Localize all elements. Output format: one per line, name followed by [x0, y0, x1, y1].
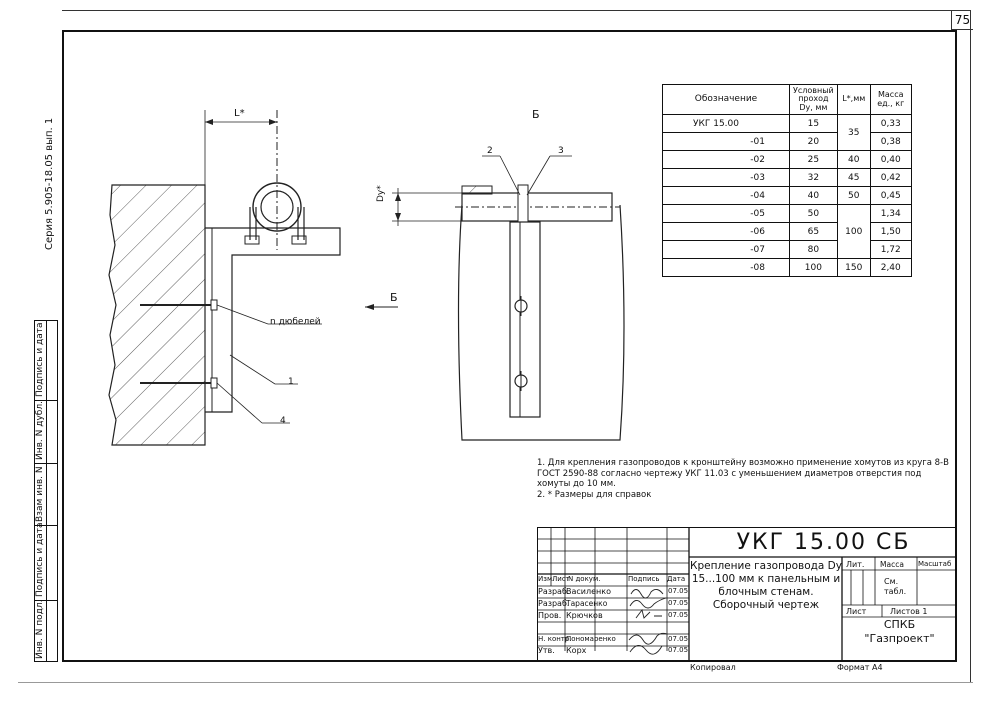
org-block: СПКБ "Газпроект" [842, 618, 957, 647]
name-kryuchkov: Крючков [566, 611, 603, 620]
bracket-1 [205, 227, 341, 413]
spec-header-code: Обозначение [662, 83, 790, 116]
spec-header-mass: Масса ед., кг [869, 83, 912, 116]
pipe-section [252, 182, 302, 232]
table-row: -08 100 150 2,40 [662, 258, 912, 278]
label-listov: Листов 1 [890, 607, 928, 616]
sheet-bottom-line [18, 682, 973, 683]
drawing-title: Крепление газопровода Dy 15...100 мм к п… [690, 560, 842, 612]
view-arrow-label: Б [390, 291, 398, 304]
col-sign: Подпись [628, 575, 660, 583]
signatures [628, 589, 668, 655]
note-1: 1. Для крепления газопроводов к кронштей… [537, 458, 949, 490]
callout-2: 2 [487, 146, 493, 156]
spec-header-dy: Условный проход Dy, мм [789, 83, 838, 116]
role-razrab-1: Разраб. [538, 587, 570, 596]
org-name-1: СПКБ [883, 618, 916, 631]
nut-left [244, 235, 260, 245]
footer-copied: Копировал [690, 663, 736, 672]
col-izm: Изм. [538, 575, 555, 583]
role-nkontr: Н. контр. [538, 635, 572, 643]
sheet-right-line [970, 10, 971, 682]
spec-table: Обозначение Условный проход Dy, мм L*,мм… [662, 83, 912, 278]
label-list: Лист [846, 607, 867, 616]
col-date: Дата [667, 575, 686, 583]
label-lit: Лит. [846, 560, 865, 569]
name-korkh: Корх [566, 646, 587, 655]
sheet-top-line [62, 10, 970, 11]
date-2: 07.05 [668, 599, 689, 607]
note-2: 2. * Размеры для справок [537, 490, 652, 500]
col-ndoc: N докум. [568, 575, 601, 583]
date-3: 07.05 [668, 611, 689, 619]
table-row: -03 32 45 0,42 [662, 168, 912, 188]
title-block [537, 527, 957, 662]
callout-3: 3 [558, 146, 564, 156]
date-1: 07.05 [668, 587, 689, 595]
name-ponomarenko: Пономаренко [566, 635, 616, 643]
view-b-wall [457, 204, 625, 441]
drawing-frame [62, 30, 957, 662]
table-row: УКГ 15.00 15 35 0,33 [662, 114, 912, 152]
date-4: 07.05 [668, 635, 689, 643]
table-row: -06 65 1,50 [662, 222, 912, 242]
spec-header-row: Обозначение Условный проход Dy, мм L*,мм… [662, 83, 912, 116]
role-razrab-2: Разраб. [538, 599, 570, 608]
dim-l-label: L* [234, 108, 245, 119]
page-number: 75 [951, 10, 973, 30]
view-b-bracket [509, 221, 541, 418]
table-row: -01 20 0,38 [662, 132, 912, 152]
spec-header-l: L*,мм [836, 83, 871, 116]
name-vasilenko: Василенко [566, 587, 611, 596]
nut-right [291, 235, 307, 245]
dim-dy-label: Dy* [376, 185, 386, 202]
footer-format: Формат А4 [837, 663, 883, 672]
table-row: -07 80 1,72 [662, 240, 912, 260]
date-5: 07.05 [668, 646, 689, 654]
wall-section [108, 184, 206, 446]
table-row: -04 40 50 0,45 [662, 186, 912, 206]
designation: УКГ 15.00 СБ [736, 530, 911, 555]
label-masshtab: Масштаб [918, 560, 952, 568]
role-prov: Пров. [538, 611, 562, 620]
org-name-2: "Газпроект" [864, 632, 935, 646]
role-utv: Утв. [538, 646, 555, 655]
title-block-grid [537, 527, 957, 662]
callout-dowels: n дюбелей [270, 317, 321, 327]
view-b-title: Б [532, 108, 540, 121]
table-row: -05 50 100 1,34 [662, 204, 912, 260]
col-list: Лист [552, 575, 570, 583]
label-massa: Масса [880, 560, 904, 569]
callout-1: 1 [288, 377, 294, 387]
name-tarasenko: Тарасенко [566, 599, 608, 608]
table-row: -02 25 40 0,40 [662, 150, 912, 170]
label-sm-tabl: См. табл. [884, 577, 907, 597]
callout-4: 4 [280, 416, 286, 426]
clamp [249, 207, 305, 240]
